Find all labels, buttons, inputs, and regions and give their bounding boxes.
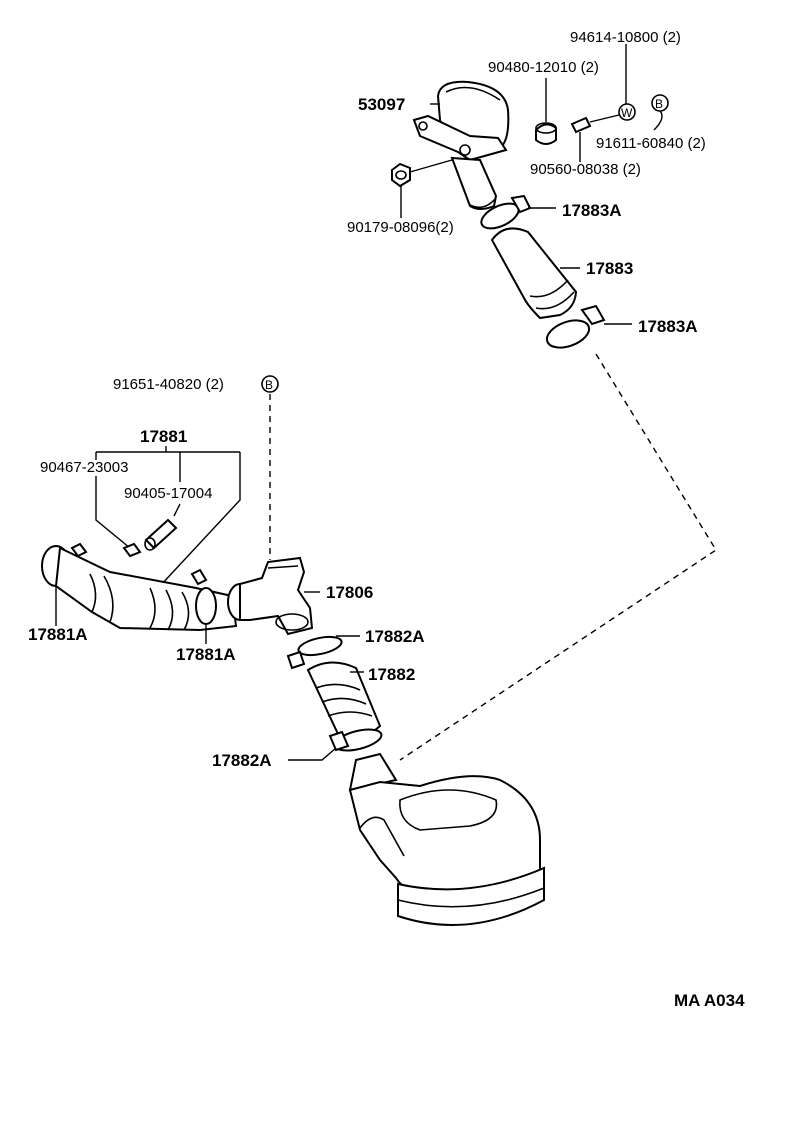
part-17883A-clamp-bottom (545, 304, 606, 349)
label-94614-10800: 94614-10800 (2) (570, 29, 681, 46)
part-90405-bolt (144, 518, 178, 551)
part-17882A-clamp-bottom (328, 728, 383, 752)
label-90467-23003: 90467-23003 (40, 459, 128, 476)
part-90560-spacer (570, 116, 592, 134)
diagram-code: MA A034 (674, 991, 745, 1010)
svg-text:B: B (655, 97, 663, 111)
label-17882A-bottom: 17882A (212, 751, 272, 770)
part-90480-grommet (535, 122, 557, 145)
label-17881A-left: 17881A (28, 625, 88, 644)
svg-text:W: W (621, 106, 633, 120)
part-17883-hose (490, 227, 578, 320)
label-17883A-bottom: 17883A (638, 317, 698, 336)
w-symbol-icon: W (618, 103, 636, 121)
b-symbol-icon-mid: B (261, 375, 279, 393)
label-17881: 17881 (140, 427, 187, 446)
label-53097: 53097 (358, 95, 405, 114)
label-17882A-top: 17882A (365, 627, 425, 646)
part-17806-connector (227, 556, 314, 636)
label-17882: 17882 (368, 665, 415, 684)
part-90179-nut (391, 162, 411, 188)
label-91611-60840: 91611-60840 (2) (596, 135, 706, 152)
label-90405-17004: 90405-17004 (124, 485, 212, 502)
b-symbol-icon-top: B (651, 94, 669, 112)
part-air-cleaner-housing (348, 752, 545, 926)
label-17806: 17806 (326, 583, 373, 602)
dashed-connection-right (399, 353, 717, 761)
svg-text:B: B (265, 378, 273, 392)
part-53097-elbow (412, 80, 510, 210)
part-17882A-clamp-top (286, 635, 343, 670)
label-90179-08096: 90179-08096(2) (347, 219, 454, 236)
label-17883A-top: 17883A (562, 201, 622, 220)
label-17883: 17883 (586, 259, 633, 278)
label-90560-08038: 90560-08038 (2) (530, 161, 641, 178)
part-17881-intake-hose (41, 542, 238, 632)
label-90480-12010: 90480-12010 (2) (488, 59, 599, 76)
part-90467-clip (122, 542, 142, 558)
label-91651-40820: 91651-40820 (2) (113, 376, 224, 393)
label-17881A-mid: 17881A (176, 645, 236, 664)
